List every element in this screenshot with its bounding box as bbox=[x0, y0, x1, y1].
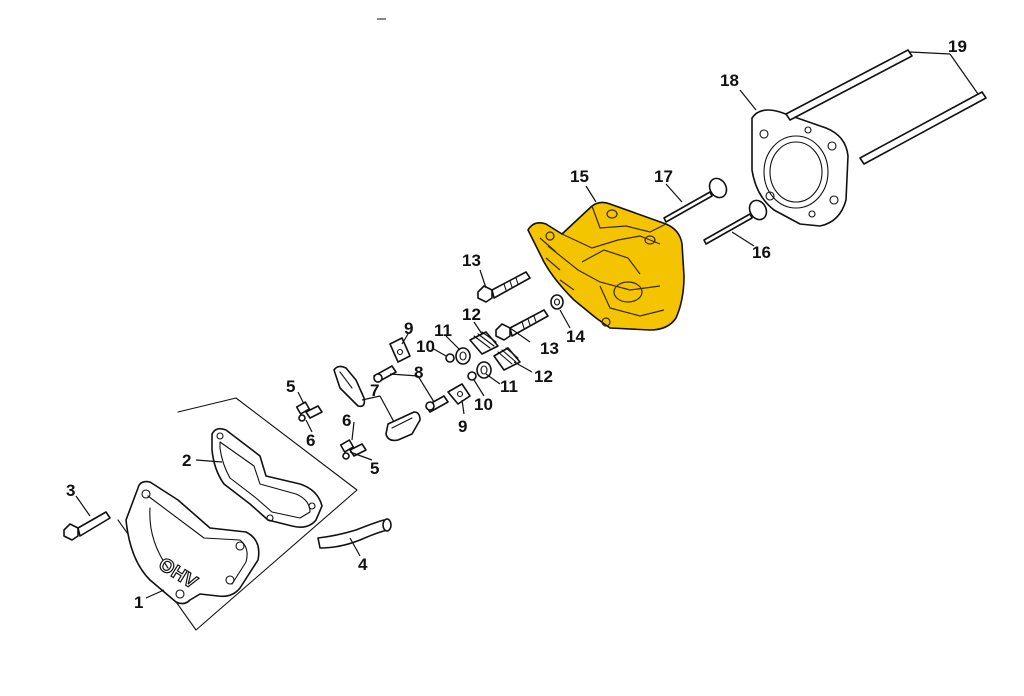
callout-1: 1 bbox=[134, 593, 143, 612]
washer-part-14[interactable] bbox=[550, 294, 564, 310]
cylinder-head-part-15[interactable] bbox=[527, 201, 685, 331]
callout-19: 19 bbox=[948, 37, 967, 56]
rocker-stud-lower-part-8[interactable] bbox=[425, 395, 449, 413]
rocker-stud-upper-part-8[interactable] bbox=[373, 365, 397, 383]
callout-4: 4 bbox=[358, 555, 368, 574]
guide-plate-upper-part-9[interactable] bbox=[389, 337, 411, 363]
callout-16: 16 bbox=[752, 243, 771, 262]
valve-keeper-lower-part-10[interactable] bbox=[467, 371, 477, 381]
cover-bolt-part-3[interactable] bbox=[63, 511, 111, 541]
callout-labels: 1 2 3 4 5 5 6 6 7 8 9 9 10 10 11 11 12 1… bbox=[66, 37, 967, 612]
callout-10-upper: 10 bbox=[416, 337, 435, 356]
head-bolt-lower-part-13[interactable] bbox=[495, 309, 549, 341]
valve-part-17[interactable] bbox=[663, 175, 730, 223]
rocker-arm-upper-part-7[interactable] bbox=[333, 365, 366, 408]
callout-2: 2 bbox=[182, 451, 191, 470]
breather-hose-part-4[interactable] bbox=[317, 518, 392, 549]
push-rod-lower-part-19[interactable] bbox=[859, 91, 987, 165]
callout-6-lower: 6 bbox=[342, 411, 351, 430]
push-rod-upper-part-19[interactable] bbox=[785, 49, 913, 121]
spring-retainer-upper-part-11[interactable] bbox=[455, 347, 471, 365]
callout-7: 7 bbox=[370, 381, 379, 400]
leader-lines bbox=[75, 51, 979, 599]
valve-spring-upper-part-12[interactable] bbox=[469, 331, 499, 355]
callout-8: 8 bbox=[414, 363, 423, 382]
cover-gasket-part-2[interactable] bbox=[211, 427, 323, 528]
callout-9-upper: 9 bbox=[404, 319, 413, 338]
callout-13-upper: 13 bbox=[462, 251, 481, 270]
rocker-arm-lower-part-7[interactable] bbox=[385, 411, 421, 442]
guide-plate-lower-part-9[interactable] bbox=[447, 383, 471, 405]
callout-14: 14 bbox=[566, 327, 585, 346]
callout-15: 15 bbox=[570, 167, 589, 186]
head-bolt-upper-part-13[interactable] bbox=[477, 271, 531, 303]
callout-11-lower: 11 bbox=[500, 377, 518, 396]
valve-cover-part-1[interactable]: OHV bbox=[125, 480, 260, 605]
callout-12-lower: 12 bbox=[534, 367, 553, 386]
callout-12-upper: 12 bbox=[462, 305, 481, 324]
callout-13-lower: 13 bbox=[540, 339, 559, 358]
callout-5-lower: 5 bbox=[370, 459, 379, 478]
callout-18: 18 bbox=[720, 71, 739, 90]
callout-5-upper: 5 bbox=[286, 377, 295, 396]
head-gasket-part-18[interactable] bbox=[751, 109, 849, 227]
callout-9-lower: 9 bbox=[458, 417, 467, 436]
adjusting-stud-upper-part-5[interactable] bbox=[295, 401, 323, 422]
valve-part-16[interactable] bbox=[703, 197, 770, 245]
callout-3: 3 bbox=[66, 481, 75, 500]
callout-6-upper: 6 bbox=[306, 431, 315, 450]
callout-10-lower: 10 bbox=[474, 395, 493, 414]
spring-retainer-lower-part-11[interactable] bbox=[476, 361, 492, 379]
valve-keeper-upper-part-10[interactable] bbox=[445, 353, 455, 363]
adjusting-stud-lower-part-5[interactable] bbox=[339, 439, 367, 460]
callout-17: 17 bbox=[654, 167, 673, 186]
valve-spring-lower-part-12[interactable] bbox=[493, 347, 521, 371]
callout-11-upper: 11 bbox=[434, 321, 452, 340]
